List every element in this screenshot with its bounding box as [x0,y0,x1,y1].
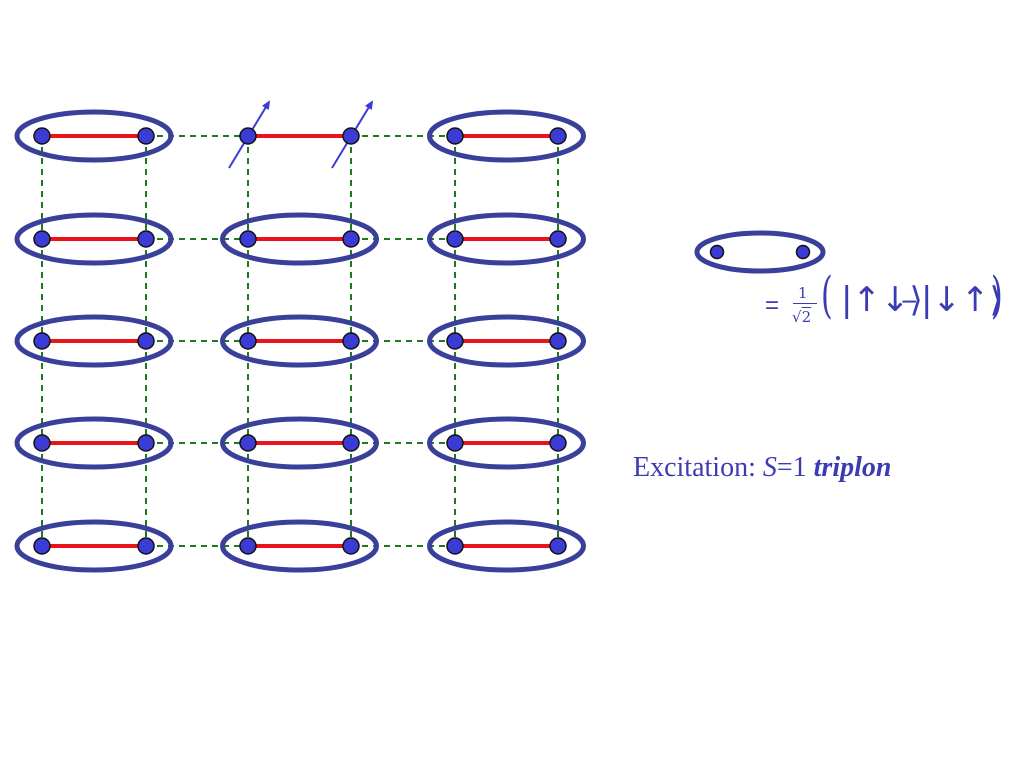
spin-site [342,537,360,555]
spin-site [137,127,155,145]
spin-site [342,434,360,452]
dimer-ellipse [14,314,174,368]
dimers [14,100,586,573]
singlet-dimer [427,109,586,163]
dimer-ellipse [14,519,174,573]
singlet-dimer [427,212,586,266]
excited-dimer [228,100,374,169]
prefactor-numerator: 1 [798,284,808,302]
caption-prefix: Excitation: [633,452,763,483]
dimer-ellipse [14,109,174,163]
spin-site [239,230,257,248]
spin-site [137,230,155,248]
spin-site [446,434,464,452]
spin-site [137,434,155,452]
singlet-dimer [220,212,379,266]
dimer-ellipse [427,519,586,573]
left-paren: ( [821,266,833,324]
spin-site [33,332,51,350]
spin-site [549,434,567,452]
singlet-state-formula: = 1 √2 ( |↑↓⟩ − |↓↑⟩ ) [765,266,1020,340]
dimer-ellipse [427,314,586,368]
dimer-ellipse [220,519,379,573]
spin-site [549,537,567,555]
spin-site [239,434,257,452]
dimer-ellipse [427,416,586,470]
singlet-dimer [427,416,586,470]
spin-site [342,127,360,145]
singlet-dimer [14,314,174,368]
radicand: 2 [801,308,812,326]
spin-site [549,230,567,248]
dimer-ellipse [220,212,379,266]
legend-singlet-dimer [694,230,826,274]
singlet-dimer [14,519,174,573]
sqrt-sign: √ [792,308,802,326]
spin-site [137,537,155,555]
spin-site [342,230,360,248]
spin-site [446,332,464,350]
dimer-ellipse [427,109,586,163]
spin-site [446,537,464,555]
singlet-dimer [14,416,174,470]
prefactor-denominator: √2 [792,308,811,326]
minus-sign: − [901,286,918,317]
spin-site [239,537,257,555]
dimer-ellipse [14,212,174,266]
singlet-dimer [14,109,174,163]
ket-down-up-state: ↓↑ [932,280,990,320]
spin-site [549,127,567,145]
fraction-bar [793,303,817,304]
singlet-dimer [220,314,379,368]
ket-up-down: |↑↓⟩ [841,280,923,320]
caption-spin-value: =1 [776,452,814,483]
caption-spin-symbol: S [762,452,777,483]
dimer-ellipse [427,212,586,266]
legend-spin-site [709,244,725,260]
ket-down-up: |↓↑⟩ [921,280,1003,320]
spin-site [446,230,464,248]
caption-triplon: triplon [813,452,892,483]
singlet-dimer [220,416,379,470]
spin-site [446,127,464,145]
singlet-dimer [427,519,586,573]
legend-dimer-ellipse [694,230,826,274]
spin-site [33,230,51,248]
singlet-dimer [14,212,174,266]
dimer-ellipse [14,416,174,470]
legend-spin-site [795,244,811,260]
equals-sign: = [765,292,780,319]
spin-site [239,332,257,350]
spin-site [549,332,567,350]
spin-site [137,332,155,350]
spin-site [342,332,360,350]
spin-site [33,127,51,145]
excitation-caption: Excitation: S=1 triplon [633,452,891,484]
spin-site [33,537,51,555]
right-paren: ) [991,266,1003,324]
spin-site [33,434,51,452]
singlet-dimer [427,314,586,368]
dimer-ellipse [220,314,379,368]
spin-site [239,127,257,145]
singlet-dimer [220,519,379,573]
ket-up-down-state: ↑↓ [852,280,910,320]
dimer-ellipse [220,416,379,470]
